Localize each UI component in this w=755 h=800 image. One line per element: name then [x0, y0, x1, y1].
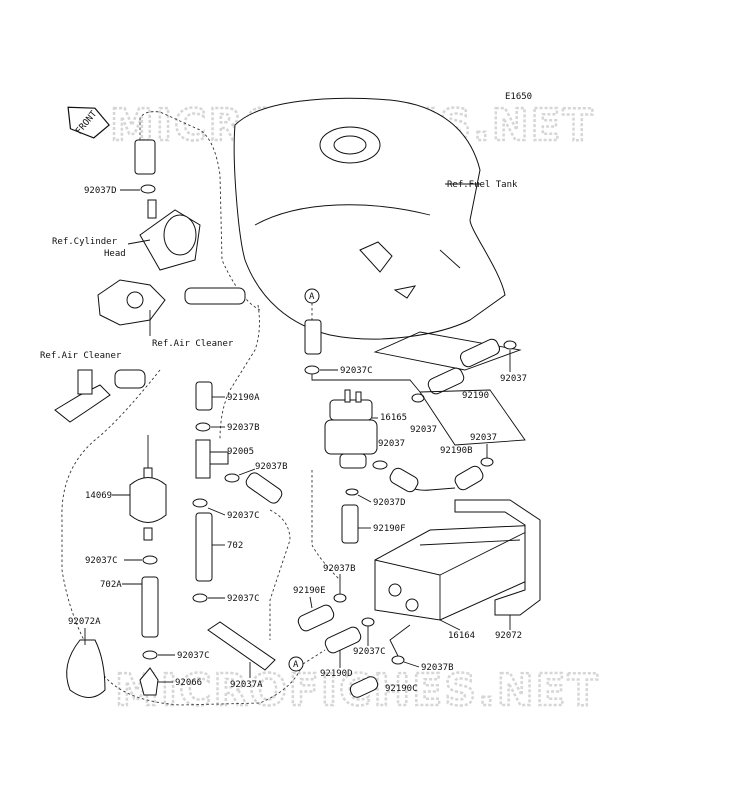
label-92037C-mid: 92037C [340, 366, 373, 376]
fuel-tank [233, 97, 506, 340]
label-16164: 16164 [448, 631, 475, 641]
hose-92190A [195, 381, 213, 411]
hose-702A [141, 576, 159, 638]
label-92072A: 92072A [68, 617, 101, 627]
label-92005: 92005 [227, 447, 254, 457]
clamp-left [142, 555, 158, 565]
label-92037-a: 92037 [410, 425, 437, 435]
label-92037B-1: 92037B [227, 423, 260, 433]
hose-702 [195, 512, 213, 582]
label-702A: 702A [100, 580, 122, 590]
label-92037B-2: 92037B [255, 462, 288, 472]
clamp-92037C-4 [361, 617, 375, 627]
clamp-92037B-2 [224, 473, 240, 483]
hose-92190 [427, 367, 465, 395]
label-92037-r1: 92037 [500, 374, 527, 384]
label-92037C-3: 92037C [177, 651, 210, 661]
clamp-92037D-mid [345, 488, 359, 496]
hose-92190D [324, 626, 362, 654]
clamp-92037C-2 [192, 593, 208, 603]
label-92190D: 92190D [320, 669, 353, 679]
label-92190E: 92190E [293, 586, 326, 596]
hose-short-mid [245, 472, 283, 504]
front-arrow-icon: FRONT [67, 106, 110, 139]
clamp-92037-r2 [480, 457, 494, 467]
clamp-92037B-1 [195, 422, 211, 432]
valve-16165 [324, 389, 378, 469]
ref-fuel-tank: Ref.Fuel Tank [447, 180, 518, 190]
ref-cylinder-head-2: Head [104, 249, 126, 259]
ref-air-cleaner-upper: Ref.Air Cleaner [152, 339, 234, 349]
clamp-92037C-3 [142, 650, 158, 660]
label-92037-r2: 92037 [470, 433, 497, 443]
label-92037B-4: 92037B [421, 663, 454, 673]
vent-line-left [61, 369, 301, 706]
label-92190A: 92190A [227, 393, 260, 403]
label-92037C-1: 92037C [227, 511, 260, 521]
label-92037B-3: 92037B [323, 564, 356, 574]
diagram-code: E1650 [505, 92, 532, 102]
clamp-92037-b [372, 460, 388, 470]
clamp-92037B-3 [333, 593, 347, 603]
hose-top [134, 139, 156, 175]
clamp-92037-r1 [503, 340, 517, 350]
label-92037C-4: 92037C [353, 647, 386, 657]
clamp-92037B-4 [391, 655, 405, 665]
label-92037D-top: 92037D [84, 186, 117, 196]
clamp-92037C-1 [192, 498, 208, 508]
tee-fitting-left [54, 369, 146, 423]
bracket-92072 [454, 499, 541, 616]
clamp-92037C-mid [304, 365, 320, 375]
label-92066: 92066 [175, 678, 202, 688]
label-92037A: 92037A [230, 680, 263, 690]
label-92037C-2: 92037C [227, 594, 260, 604]
strap-92072A [66, 639, 106, 698]
valve-assembly [97, 279, 246, 326]
cylinder-head-fitting [139, 199, 201, 271]
label-702: 702 [227, 541, 243, 551]
label-16165: 16165 [380, 413, 407, 423]
label-92037C-left: 92037C [85, 556, 118, 566]
hose-upper-mid [304, 319, 322, 355]
tee-92005 [195, 439, 229, 479]
label-92072: 92072 [495, 631, 522, 641]
cap-92066 [139, 667, 159, 696]
breather-line [139, 111, 261, 311]
label-92037-b: 92037 [378, 439, 405, 449]
clamp-top [140, 184, 156, 194]
ref-marker-a-top-label: A [309, 292, 315, 302]
hose-92190-upper [459, 338, 501, 368]
ref-cylinder-head-1: Ref.Cylinder [52, 237, 118, 247]
label-14069: 14069 [85, 491, 112, 501]
label-92037D-mid: 92037D [373, 498, 406, 508]
hose-92190B-a [389, 467, 419, 493]
bracket-92037A [207, 621, 276, 671]
ref-air-cleaner-left: Ref.Air Cleaner [40, 351, 122, 361]
hose-92190E [297, 604, 335, 632]
label-92190C: 92190C [385, 684, 418, 694]
label-92190B: 92190B [440, 446, 473, 456]
ref-marker-a-bottom-label: A [293, 660, 299, 670]
label-92190: 92190 [462, 391, 489, 401]
label-92190F: 92190F [373, 524, 406, 534]
filter-14069 [129, 435, 167, 541]
hose-92190F [341, 504, 359, 544]
hose-92190C [349, 676, 379, 698]
hose-92190B-b [454, 465, 484, 491]
